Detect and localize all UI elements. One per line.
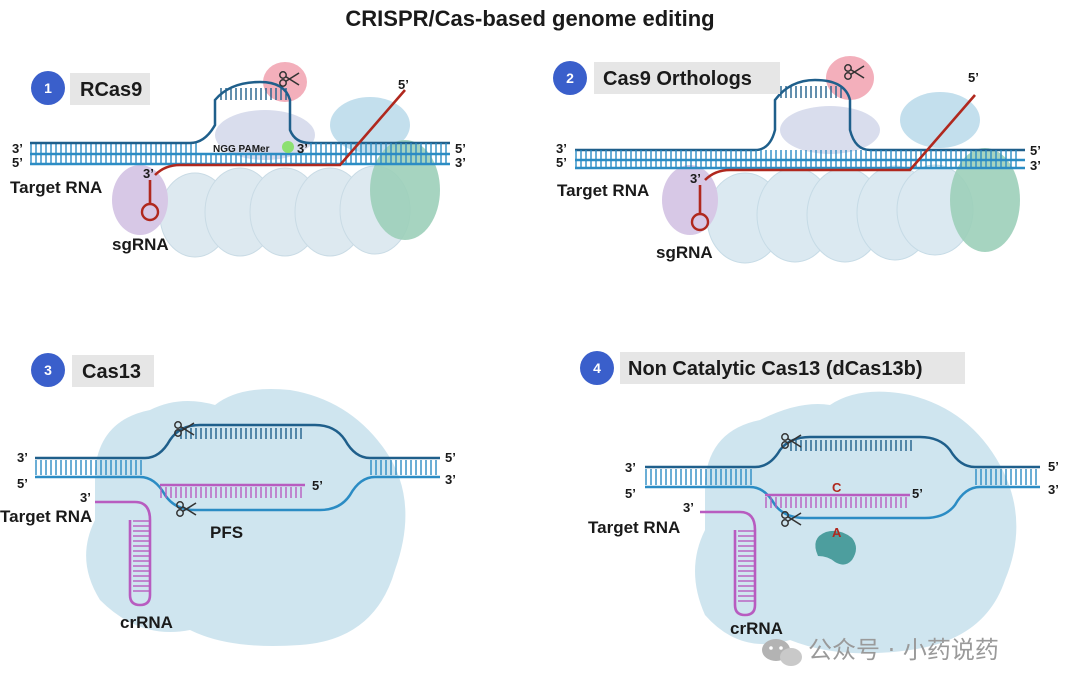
end-3prime: 3’ xyxy=(297,141,308,156)
panel-label-bg xyxy=(70,73,150,105)
cas13-protein xyxy=(86,389,406,646)
pfs-label: PFS xyxy=(210,523,243,542)
sgrna-label: sgRNA xyxy=(112,235,169,254)
panel-number: 3 xyxy=(44,362,52,378)
panel-number: 4 xyxy=(593,360,601,376)
target-rna-label: Target RNA xyxy=(588,518,680,537)
end-5prime: 5’ xyxy=(1030,143,1041,158)
panel-rcas9: 1 RCas9 3’ 5’ 5’ 3’ 5’ 3’ 3’ NGG PAMer T… xyxy=(10,62,466,258)
target-rna-label: Target RNA xyxy=(557,181,649,200)
panel-number: 2 xyxy=(566,70,574,86)
end-3prime: 3’ xyxy=(12,141,23,156)
panel-badge xyxy=(553,61,587,95)
panel-label: RCas9 xyxy=(80,79,142,101)
end-3prime: 3’ xyxy=(1048,482,1059,497)
watermark-text: 公众号 · 小药说药 xyxy=(808,636,999,664)
end-5prime: 5’ xyxy=(398,77,409,92)
panel-label: Cas13 xyxy=(82,361,141,383)
panel-badge xyxy=(580,351,614,385)
panel-badge xyxy=(31,353,65,387)
panel-cas13: 3 Cas13 3’ 5’ 5’ 3’ 3’ 5’ Target RNA PFS… xyxy=(0,353,456,646)
pam-label: NGG PAMer xyxy=(213,144,270,155)
panel-label-bg xyxy=(594,62,780,94)
figure-title: CRISPR/Cas-based genome editing xyxy=(345,6,714,31)
end-3prime: 3’ xyxy=(455,155,466,170)
end-5prime: 5’ xyxy=(625,486,636,501)
end-5prime: 5’ xyxy=(12,155,23,170)
target-rna-label: Target RNA xyxy=(10,178,102,197)
sgrna-label: sgRNA xyxy=(656,243,713,262)
end-5prime: 5’ xyxy=(1048,459,1059,474)
end-5prime: 5’ xyxy=(17,476,28,491)
end-5prime: 5’ xyxy=(312,478,323,493)
panel-number: 1 xyxy=(44,80,52,96)
end-5prime: 5’ xyxy=(968,70,979,85)
target-rna-label: Target RNA xyxy=(0,507,92,526)
end-3prime: 3’ xyxy=(143,166,154,181)
end-3prime: 3’ xyxy=(625,460,636,475)
end-5prime: 5’ xyxy=(556,155,567,170)
panel-label-bg xyxy=(620,352,965,384)
end-3prime: 3’ xyxy=(80,490,91,505)
panel-label: Non Catalytic Cas13 (dCas13b) xyxy=(628,358,923,380)
watermark: 公众号 · 小药说药 xyxy=(762,636,999,666)
end-3prime: 3’ xyxy=(445,472,456,487)
end-3prime: 3’ xyxy=(683,500,694,515)
crrna-label: crRNA xyxy=(730,619,783,638)
end-5prime: 5’ xyxy=(912,486,923,501)
panel-cas9-orthologs: 2 Cas9 Orthologs 3’ 5’ 5’ 3’ 5’ 3’ Targe… xyxy=(553,56,1041,264)
target-strand-top xyxy=(30,143,200,154)
end-5prime: 5’ xyxy=(455,141,466,156)
adar-enzyme xyxy=(815,530,856,565)
panel-dcas13b: 4 Non Catalytic Cas13 (dCas13b) 3’ 5’ 5’… xyxy=(580,351,1059,654)
wechat-icon xyxy=(762,639,802,666)
panel-badge xyxy=(31,71,65,105)
end-3prime: 3’ xyxy=(556,141,567,156)
panel-label: Cas9 Orthologs xyxy=(603,68,752,90)
end-3prime: 3’ xyxy=(17,450,28,465)
crrna-label: crRNA xyxy=(120,613,173,632)
base-a-label: A xyxy=(832,525,842,540)
base-c-label: C xyxy=(832,480,842,495)
end-3prime: 3’ xyxy=(1030,158,1041,173)
end-5prime: 5’ xyxy=(445,450,456,465)
end-3prime: 3’ xyxy=(690,171,701,186)
panel-label-bg xyxy=(72,355,154,387)
